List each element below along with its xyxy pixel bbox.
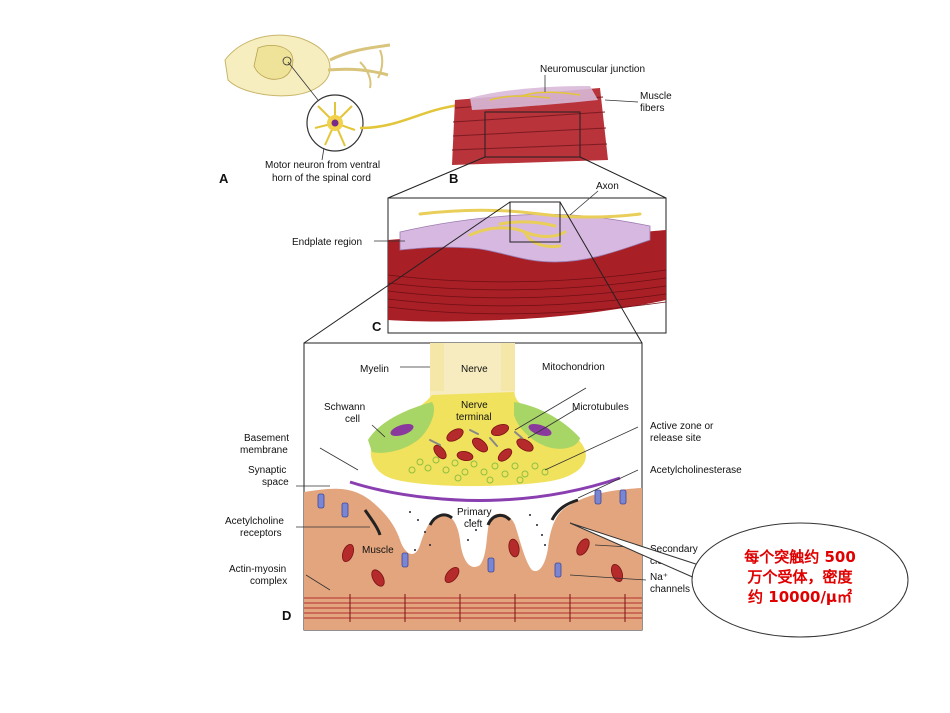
ach-receptors-label-2: receptors (240, 528, 282, 539)
primary-cleft-label: Primary (457, 507, 491, 518)
mitochondrion-label: Mitochondrion (542, 362, 605, 373)
ach-receptors-label: Acetylcholine (225, 516, 284, 527)
basement-membrane-label-2: membrane (240, 445, 288, 456)
nerve-label: Nerve (461, 364, 488, 375)
motor-neuron-label: Motor neuron from ventral (265, 160, 380, 171)
active-zone-label-2: release site (650, 433, 702, 444)
na-channels-label: Na⁺ (650, 572, 668, 583)
callout-line-2: 万个受体，密度 (747, 568, 853, 586)
nerve-terminal-label-2: terminal (456, 412, 492, 423)
microtubules-label: Microtubules (572, 402, 629, 413)
secondary-cleft-label: Secondary (650, 544, 698, 555)
panel-c-label: C (372, 319, 382, 334)
axon-label: Axon (596, 181, 619, 192)
motor-neuron-label-2: horn of the spinal cord (272, 173, 371, 184)
endplate-region-illustration (387, 197, 667, 334)
spinal-cord-illustration (224, 34, 391, 97)
muscle-label: Muscle (362, 545, 394, 556)
actin-myosin-label-2: complex (250, 576, 287, 587)
acetylcholinesterase-label: Acetylcholinesterase (650, 465, 742, 476)
callout-line-3: 约 10000/μ㎡ (748, 588, 852, 606)
synapse-detail-illustration (303, 342, 643, 631)
muscle-fibers-illustration (451, 86, 608, 165)
muscle-fibers-label: Muscle (640, 91, 672, 102)
schwann-cell-label: Schwann (324, 402, 365, 413)
basement-membrane-label: Basement (244, 433, 289, 444)
callout-line-1: 每个突触约 500 (744, 548, 856, 566)
synaptic-space-label-2: space (262, 477, 289, 488)
na-channels-label-2: channels (650, 584, 690, 595)
myelin-label: Myelin (360, 364, 389, 375)
synaptic-space-label: Synaptic (248, 465, 286, 476)
callout-pointer (569, 522, 723, 591)
schwann-cell-label-2: cell (345, 414, 360, 425)
nerve-terminal-label: Nerve (461, 400, 488, 411)
callout-text: 每个突触约 500 万个受体，密度 约 10000/μ㎡ (700, 547, 900, 607)
actin-myosin-label: Actin-myosin (229, 564, 286, 575)
panel-b-label: B (449, 171, 458, 186)
neuromuscular-junction-label: Neuromuscular junction (540, 64, 645, 75)
endplate-region-label: Endplate region (292, 237, 362, 248)
motor-neuron-inset (282, 56, 364, 152)
active-zone-label: Active zone or (650, 421, 714, 432)
muscle-fibers-label-2: fibers (640, 103, 664, 114)
panel-a-label: A (219, 171, 229, 186)
primary-cleft-label-2: cleft (464, 519, 483, 530)
panel-d-label: D (282, 608, 291, 623)
callout-bubble (691, 522, 909, 638)
